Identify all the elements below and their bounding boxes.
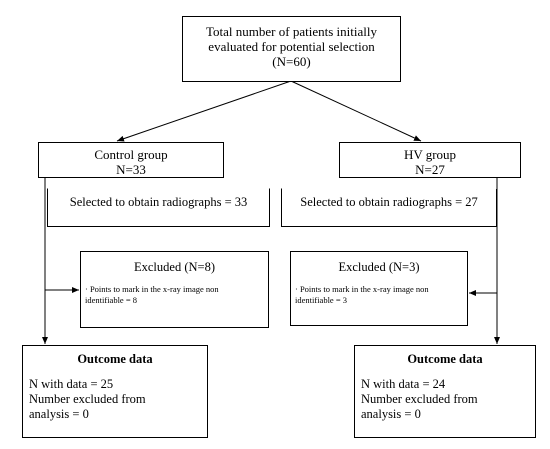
- total-patients-line2: evaluated for potential selection: [208, 39, 375, 54]
- hv-outcome-box: Outcome data N with data = 24 Number exc…: [354, 345, 536, 438]
- arrow-top-to-control: [116, 80, 292, 142]
- hv-outcome-line2: Number excluded from: [361, 392, 478, 406]
- control-excluded-detail-1: · Points to mark in the x-ray image non: [85, 284, 219, 294]
- control-outcome-line3: analysis = 0: [29, 407, 89, 421]
- control-group-box: Control group N=33: [38, 142, 224, 178]
- hv-group-box: HV group N=27: [339, 142, 521, 178]
- control-group-count: N=33: [116, 162, 146, 177]
- control-outcome-title: Outcome data: [77, 352, 153, 366]
- total-patients-line1: Total number of patients initially: [206, 24, 377, 39]
- control-excluded-detail-2: identifiable = 8: [85, 295, 138, 305]
- hv-selected-text: Selected to obtain radiographs = 27: [300, 195, 478, 209]
- arrow-top-to-hv: [290, 80, 422, 142]
- hv-excluded-box: Excluded (N=3) · Points to mark in the x…: [290, 251, 468, 326]
- control-group-label: Control group: [94, 147, 168, 162]
- hv-excluded-detail-2: identifiable = 3: [295, 295, 348, 305]
- control-selected-box: Selected to obtain radiographs = 33: [47, 188, 270, 227]
- total-patients-box: Total number of patients initially evalu…: [182, 16, 401, 82]
- control-selected-text: Selected to obtain radiographs = 33: [69, 195, 248, 209]
- control-excluded-title: Excluded (N=8): [134, 260, 215, 274]
- hv-excluded-title: Excluded (N=3): [338, 260, 420, 274]
- hv-selected-box: Selected to obtain radiographs = 27: [281, 188, 497, 227]
- hv-outcome-title: Outcome data: [407, 352, 483, 366]
- control-outcome-box: Outcome data N with data = 25 Number exc…: [22, 345, 208, 438]
- control-excluded-box: Excluded (N=8) · Points to mark in the x…: [80, 251, 269, 328]
- total-patients-count: (N=60): [272, 54, 311, 69]
- hv-group-label: HV group: [403, 147, 457, 162]
- hv-group-count: N=27: [415, 162, 445, 177]
- hv-outcome-line1: N with data = 24: [361, 377, 446, 391]
- control-outcome-line1: N with data = 25: [29, 377, 114, 391]
- hv-excluded-detail-1: · Points to mark in the x-ray image non: [295, 284, 429, 294]
- control-outcome-line2: Number excluded from: [29, 392, 146, 406]
- hv-outcome-line3: analysis = 0: [361, 407, 421, 421]
